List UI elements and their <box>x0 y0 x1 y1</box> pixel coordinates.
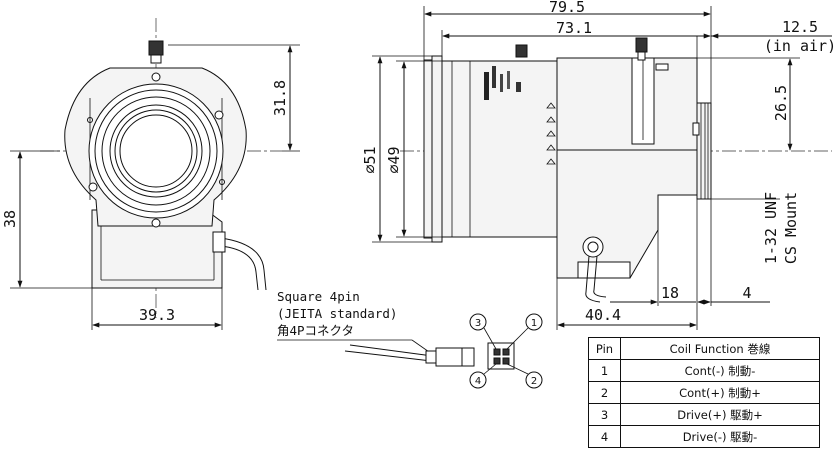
pin-cell: 4 <box>588 425 621 448</box>
pin-callout-3: 3 <box>475 318 481 329</box>
table-row: 3 Drive(+) 駆動+ <box>588 403 820 426</box>
dim-mount-height: 26.5 <box>772 85 790 121</box>
table-header-row: Pin Coil Function 巻線 <box>588 337 820 360</box>
screw-icon <box>151 72 161 82</box>
pin-table-container: Pin Coil Function 巻線 1 Cont(-) 制動- 2 Con… <box>588 337 820 448</box>
dim-thread-length: 4 <box>742 284 751 302</box>
function-cell: Drive(-) 駆動- <box>620 425 820 448</box>
screw-icon <box>88 182 98 192</box>
pin-callout-2: 2 <box>531 376 537 387</box>
connector-label-line2: (JEITA standard) <box>277 306 397 321</box>
focus-knob <box>635 37 648 53</box>
front-glass-element <box>119 114 193 188</box>
cable-gland <box>582 236 604 258</box>
function-cell: Drive(+) 駆動+ <box>620 403 820 426</box>
lens-label-marks <box>484 66 521 100</box>
connector-label-line3: 角4Pコネクタ <box>277 323 354 338</box>
dim-overall-length: 79.5 <box>549 0 585 16</box>
connector-detail: Square 4pin (JEITA standard) 角4Pコネクタ 3 1… <box>277 289 543 389</box>
dim-height-to-center: 31.8 <box>271 80 289 116</box>
connector-label-line1: Square 4pin <box>277 289 360 304</box>
pin-callout-1: 1 <box>531 318 537 329</box>
table-row: 4 Drive(-) 駆動- <box>588 425 820 448</box>
pin-table: Pin Coil Function 巻線 1 Cont(-) 制動- 2 Con… <box>588 337 820 448</box>
dim-center-to-base: 38 <box>1 210 19 228</box>
pin-callout-4: 4 <box>475 376 481 387</box>
dim-cable-offset: 18 <box>661 284 679 302</box>
dim-base-width: 39.3 <box>139 306 175 324</box>
pin-cell: 3 <box>588 403 621 426</box>
dim-diameter-outer: ⌀51 <box>361 146 379 173</box>
front-cable <box>220 237 267 291</box>
function-cell: Cont(-) 制動- <box>620 359 820 382</box>
cs-mount-thread <box>696 102 712 200</box>
connector-pinout <box>487 342 515 370</box>
screw-icon <box>151 218 161 228</box>
focus-lock-knob <box>148 40 164 56</box>
function-cell: Cont(+) 制動+ <box>620 381 820 404</box>
dim-back-focus-note: (in air) <box>764 37 836 55</box>
zoom-knob <box>515 44 528 58</box>
pin-cell: 2 <box>588 381 621 404</box>
mount-thread-label: 1-32 UNF <box>762 192 780 264</box>
dim-cable-to-flange: 40.4 <box>585 306 621 324</box>
dim-body-length: 73.1 <box>556 19 592 37</box>
screw-icon <box>214 110 224 120</box>
pin-column-header: Pin <box>588 337 621 360</box>
mount-type-label: CS Mount <box>782 192 800 264</box>
dim-back-focus: 12.5 <box>782 18 818 36</box>
connector-plug <box>435 347 475 367</box>
side-view: 79.5 73.1 12.5 (in air) ⌀51 ⌀49 26.5 1-3… <box>361 0 836 330</box>
table-row: 2 Cont(+) 制動+ <box>588 381 820 404</box>
dim-diameter-inner: ⌀49 <box>385 146 403 173</box>
front-view: 31.8 38 39.3 <box>1 18 300 330</box>
function-column-header: Coil Function 巻線 <box>620 337 820 360</box>
table-row: 1 Cont(-) 制動- <box>588 359 820 382</box>
lens-side-body <box>441 60 558 238</box>
pin-cell: 1 <box>588 359 621 382</box>
